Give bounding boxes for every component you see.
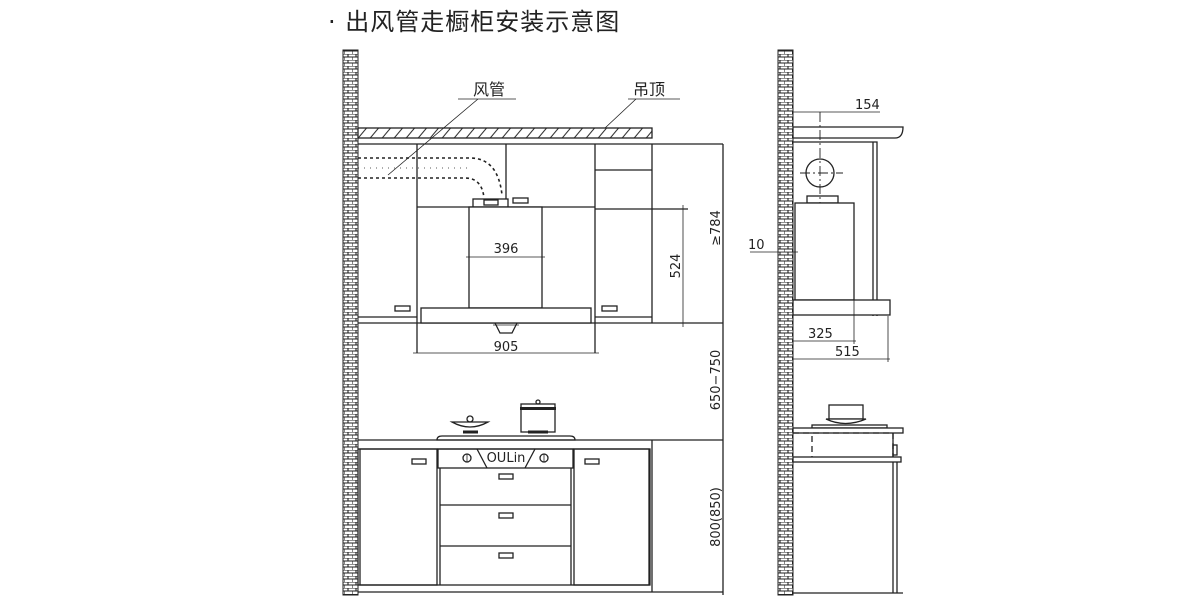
label-ceiling: 吊顶 bbox=[633, 80, 665, 99]
dim-hood-width: 905 bbox=[494, 340, 519, 355]
dim-hood-height: 524 bbox=[669, 254, 684, 279]
brick-wall bbox=[342, 49, 359, 596]
label-duct: 风管 bbox=[473, 80, 505, 99]
front-view: 396 905 524 ≥784 650−750 800(850) 风管 吊顶 bbox=[342, 49, 724, 596]
lower-cabinets: OULin bbox=[357, 439, 723, 593]
diagram-title: · 出风管走橱柜安装示意图 bbox=[328, 8, 621, 36]
dim-wall-gap: 10 bbox=[748, 238, 765, 253]
cooktop bbox=[436, 399, 576, 441]
front-dimensions: 396 905 524 ≥784 650−750 800(850) bbox=[413, 205, 724, 547]
suspended-ceiling bbox=[357, 127, 653, 139]
brand-logo: OULin bbox=[487, 451, 526, 466]
dim-hood-to-cooktop: 650−750 bbox=[709, 350, 724, 411]
brick-wall-side bbox=[777, 49, 794, 596]
dim-hood-depth: 515 bbox=[835, 345, 860, 360]
range-hood bbox=[420, 197, 592, 334]
dim-chimney-width: 396 bbox=[494, 242, 519, 257]
side-view: 154 10 325 515 bbox=[748, 49, 904, 596]
dim-duct-offset: 154 bbox=[855, 98, 880, 113]
dim-counter-height: 800(850) bbox=[709, 487, 724, 547]
air-duct bbox=[358, 157, 503, 199]
callouts: 风管 吊顶 bbox=[387, 80, 680, 176]
dim-ceiling-clearance: ≥784 bbox=[709, 210, 724, 246]
dim-chimney-depth: 325 bbox=[808, 327, 833, 342]
